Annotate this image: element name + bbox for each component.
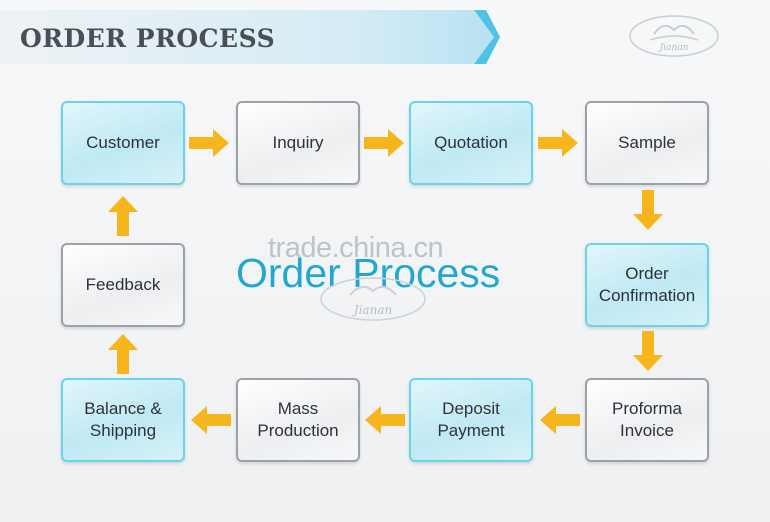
ribbon-shape [0, 10, 500, 64]
arrow-right-icon [538, 129, 578, 157]
arrow-down-icon [633, 190, 663, 230]
center-logo-text: Jianan [353, 303, 393, 317]
step-feedback: Feedback [61, 243, 185, 327]
step-deposit-payment: Deposit Payment [409, 378, 533, 462]
arrow-up-icon [108, 334, 138, 374]
arrow-up-icon [108, 196, 138, 236]
arrow-left-icon [540, 406, 580, 434]
arrow-left-icon [365, 406, 405, 434]
arrow-down-icon [633, 331, 663, 371]
step-sample: Sample [585, 101, 709, 185]
step-order-confirmation: Order Confirmation [585, 243, 709, 327]
step-balance-shipping: Balance & Shipping [61, 378, 185, 462]
step-customer: Customer [61, 101, 185, 185]
brand-logo-icon [629, 15, 719, 57]
header-ribbon: ORDER PROCESS [0, 10, 500, 64]
brand-logo: Jianan [628, 12, 720, 60]
step-inquiry: Inquiry [236, 101, 360, 185]
step-proforma-invoice: Proforma Invoice [585, 378, 709, 462]
step-quotation: Quotation [409, 101, 533, 185]
arrow-left-icon [191, 406, 231, 434]
center-logo-icon [320, 277, 426, 321]
arrow-right-icon [364, 129, 404, 157]
watermark: trade.china.cn [268, 232, 444, 264]
center-logo: Jianan [318, 275, 428, 323]
arrow-right-icon [189, 129, 229, 157]
brand-logo-text: Jianan [659, 43, 689, 53]
page-title: ORDER PROCESS [20, 24, 276, 53]
step-mass-production: Mass Production [236, 378, 360, 462]
